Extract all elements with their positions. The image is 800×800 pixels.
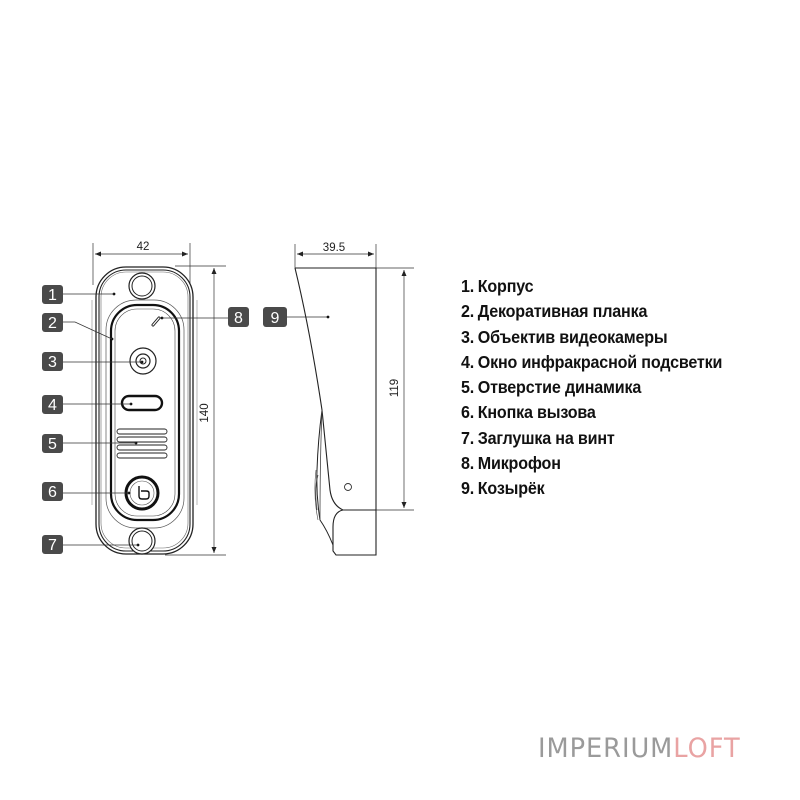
height-dimension-side: 119 — [376, 267, 414, 511]
svg-text:6: 6 — [48, 484, 57, 501]
legend-number: 8. — [461, 453, 475, 474]
svg-text:3: 3 — [48, 354, 57, 371]
callout-5: 5 — [42, 434, 63, 453]
legend-item-7: 7.Заглушка на винт — [461, 426, 722, 451]
width-dimension-front: 42 — [92, 241, 191, 285]
legend-item-9: 9.Козырёк — [461, 476, 722, 501]
callout-3: 3 — [42, 352, 63, 371]
brand-watermark: IMPERIUMLOFT — [538, 733, 741, 764]
legend-item-1: 1.Корпус — [461, 274, 722, 299]
callout-1: 1 — [42, 285, 63, 304]
ir-window — [120, 394, 164, 412]
callout-6: 6 — [42, 482, 63, 501]
svg-text:2: 2 — [48, 315, 57, 332]
camera-lens-icon — [129, 347, 157, 375]
legend-label: Окно инфракрасной подсветки — [477, 351, 723, 372]
legend-number: 5. — [461, 377, 475, 398]
svg-text:5: 5 — [48, 436, 57, 453]
legend-label: Заглушка на винт — [477, 427, 615, 448]
call-button-icon — [124, 475, 160, 511]
side-depth-value: 39.5 — [323, 242, 345, 254]
side-hole-icon — [344, 483, 352, 491]
front-height-value: 140 — [199, 403, 211, 422]
legend-label: Козырёк — [477, 478, 545, 499]
legend-number: 9. — [461, 478, 475, 499]
parts-legend: 1.Корпус 2.Декоративная планка 3.Объекти… — [461, 274, 745, 502]
svg-text:1: 1 — [48, 287, 57, 304]
depth-dimension-side: 39.5 — [294, 242, 377, 268]
svg-text:7: 7 — [48, 537, 57, 554]
front-view: 42 140 — [91, 241, 226, 556]
legend-item-8: 8.Микрофон — [461, 451, 722, 476]
brand-part-loft: LOFT — [673, 733, 741, 764]
side-height-value: 119 — [389, 379, 401, 397]
legend-label: Кнопка вызова — [477, 402, 596, 423]
height-dimension-front: 140 — [165, 265, 226, 556]
svg-text:4: 4 — [48, 397, 57, 414]
brand-part-imperium: IMPERIUM — [538, 733, 674, 764]
legend-number: 1. — [461, 276, 475, 296]
legend-number: 6. — [461, 402, 475, 423]
legend-label: Объектив видеокамеры — [477, 326, 668, 347]
speaker-grille — [116, 428, 168, 459]
callout-4: 4 — [42, 395, 63, 414]
legend-label: Декоративная планка — [477, 301, 648, 322]
legend-item-3: 3.Объектив видеокамеры — [461, 325, 722, 350]
legend-number: 7. — [461, 427, 475, 448]
decorative-panel — [109, 303, 181, 522]
svg-text:9: 9 — [271, 310, 280, 327]
legend-item-5: 5.Отверстие динамика — [461, 375, 722, 400]
callout-8: 8 — [228, 307, 249, 327]
callout-7: 7 — [42, 535, 63, 554]
front-width-value: 42 — [137, 241, 150, 253]
legend-label: Отверстие динамика — [477, 377, 642, 398]
legend-label: Корпус — [477, 276, 534, 296]
legend-number: 3. — [461, 326, 475, 347]
callout-2: 2 — [42, 313, 63, 332]
side-view: 39.5 119 — [294, 242, 414, 556]
svg-text:8: 8 — [234, 310, 243, 327]
legend-number: 2. — [461, 301, 475, 322]
visor-outline — [295, 267, 377, 556]
callout-9: 9 — [263, 307, 287, 327]
legend-item-4: 4.Окно инфракрасной подсветки — [461, 350, 722, 375]
legend-item-2: 2.Декоративная планка — [461, 299, 722, 324]
legend-label: Микрофон — [477, 453, 561, 474]
legend-item-6: 6.Кнопка вызова — [461, 400, 722, 425]
leader-lines — [62, 293, 328, 546]
legend-number: 4. — [461, 351, 475, 372]
